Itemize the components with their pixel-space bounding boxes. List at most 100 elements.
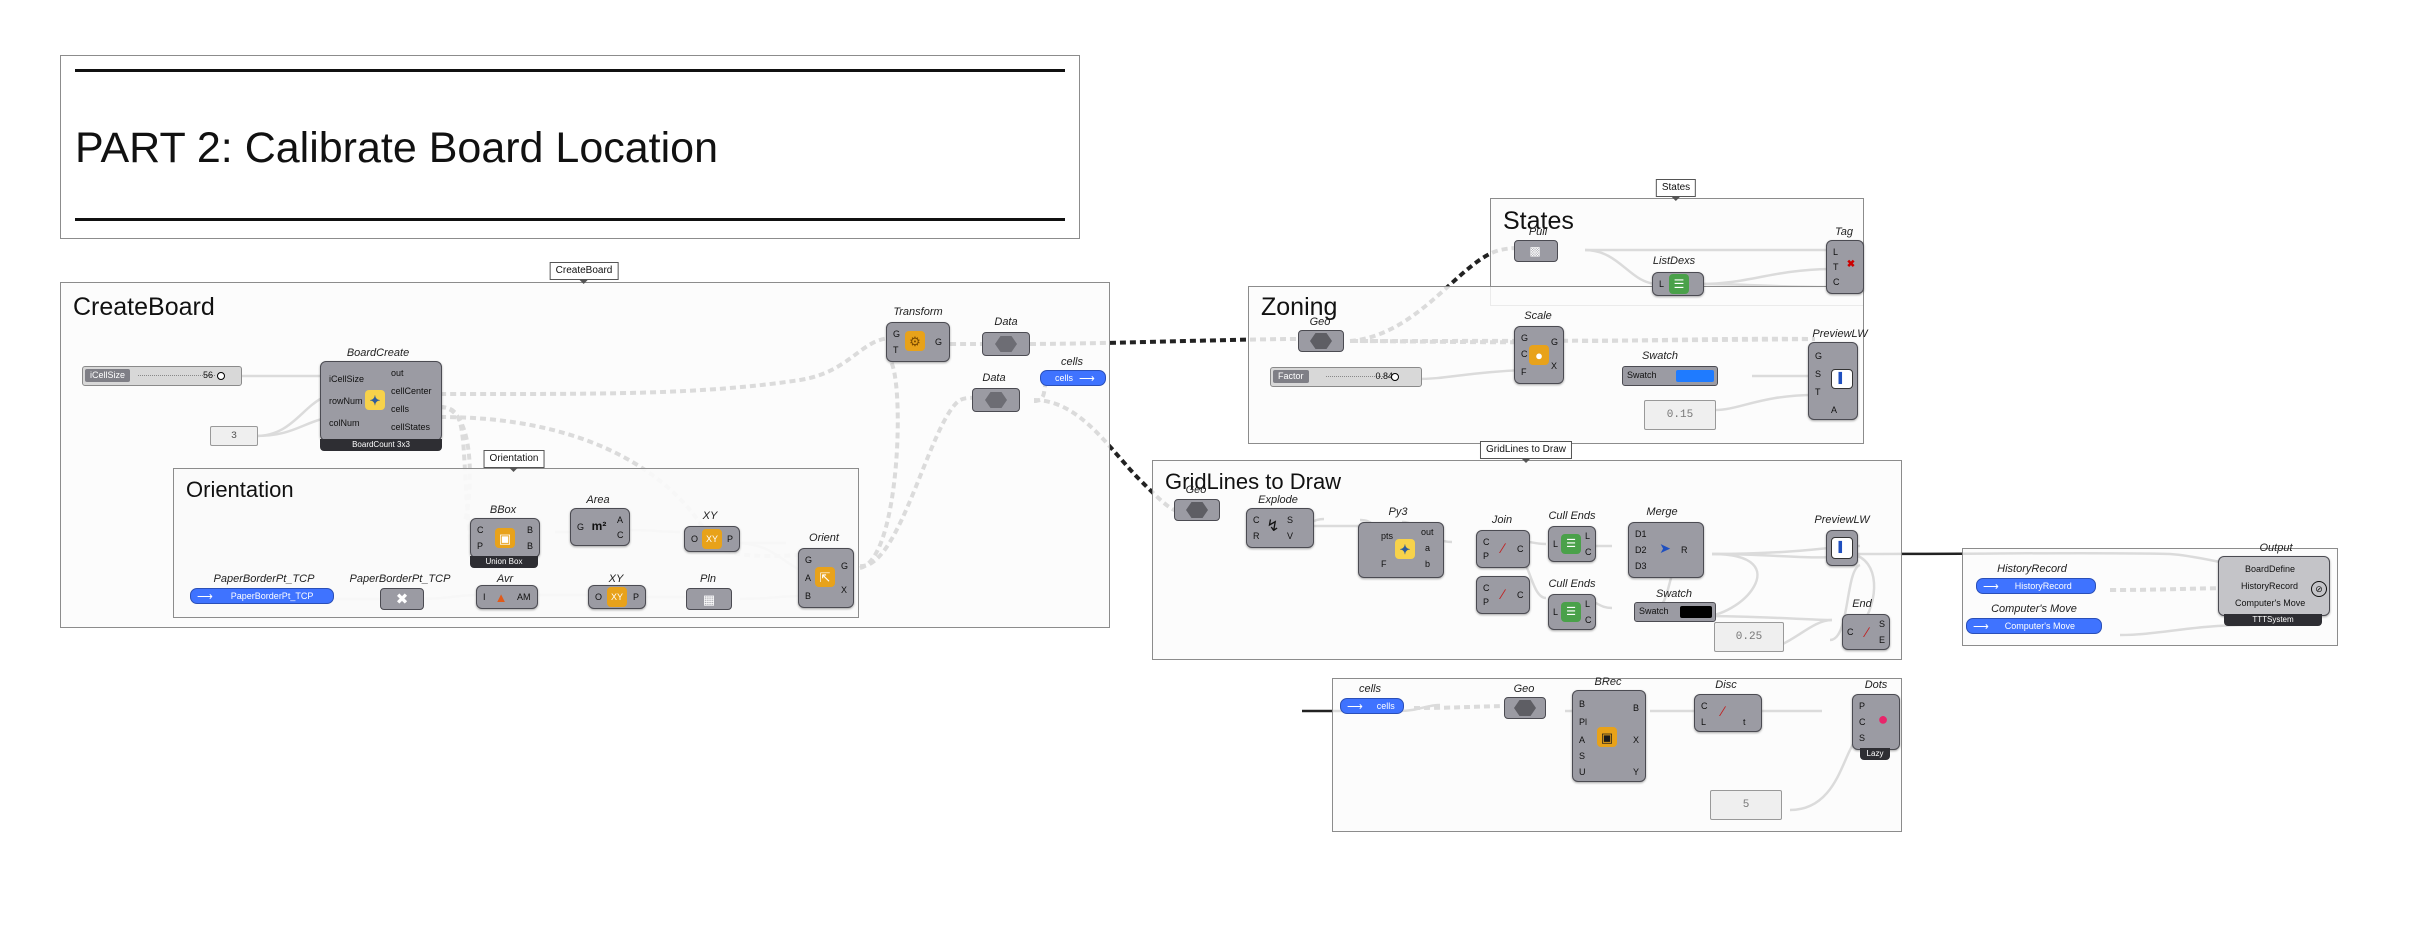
plane-parameter[interactable]: ▦ <box>686 588 732 610</box>
arrow-right-icon: ⟶ <box>1973 620 1989 633</box>
slider-knob[interactable] <box>217 372 225 380</box>
tag-icon: ✖ <box>1846 259 1856 270</box>
colnum-panel[interactable]: 3 <box>210 426 258 446</box>
output-label: C <box>1517 590 1524 600</box>
listdexs-component[interactable]: L ☰ <box>1652 272 1704 296</box>
width-panel[interactable]: 0.25 <box>1714 622 1784 652</box>
xy-plane-component[interactable]: O P XY <box>588 585 646 609</box>
input-label: colNum <box>329 418 360 428</box>
output-label: X <box>1633 735 1640 745</box>
swatch-color[interactable] <box>1676 370 1714 382</box>
output-label: G <box>935 337 943 347</box>
factor-slider[interactable]: Factor 0.84 <box>1270 367 1422 387</box>
slider-knob[interactable] <box>1391 373 1399 381</box>
computers-move-parameter[interactable]: ⟶ Computer's Move <box>1966 618 2102 634</box>
component-name: Swatch <box>1641 350 1679 362</box>
orient-icon: ⇱ <box>815 567 835 587</box>
output-label: b <box>1425 559 1431 569</box>
join-component[interactable]: C P C ∕ <box>1476 530 1530 568</box>
join-component[interactable]: C P C ∕ <box>1476 576 1530 614</box>
width-panel[interactable]: 0.15 <box>1644 400 1716 430</box>
point-icon: ✖ <box>395 590 409 608</box>
pull-icon: ▩ <box>1529 244 1541 258</box>
swatch-component[interactable]: Swatch <box>1634 602 1716 622</box>
swatch-color[interactable] <box>1680 606 1712 618</box>
cull-ends-component[interactable]: L L C ☰ <box>1548 594 1596 630</box>
scale-component[interactable]: G C F G X ● <box>1514 326 1564 384</box>
title-rule-bottom <box>75 218 1065 221</box>
geometry-parameter[interactable] <box>1298 330 1344 352</box>
component-name: Explode <box>1258 494 1298 506</box>
cells-parameter[interactable]: cells ⟶ <box>1040 370 1106 386</box>
component-name: Cull Ends <box>1548 510 1596 522</box>
dots-component[interactable]: P C S ● <box>1852 694 1900 750</box>
previewlw-component[interactable]: ▌ <box>1826 530 1858 566</box>
geometry-icon <box>1186 502 1208 518</box>
component-name: Disc <box>1715 679 1737 691</box>
component-name: BoardCreate <box>346 347 410 359</box>
bbox-component[interactable]: C P B B ▣ <box>470 518 540 558</box>
component-name: ListDexs <box>1652 255 1696 267</box>
pull-component[interactable]: ▩ <box>1514 240 1558 262</box>
point-parameter[interactable]: ✖ <box>380 588 424 610</box>
output-component[interactable]: BoardDefine HistoryRecord Computer's Mov… <box>2218 556 2330 616</box>
component-name: Pln <box>700 573 716 585</box>
component-name: Cull Ends <box>1548 578 1596 590</box>
cells-parameter[interactable]: ⟶ cells <box>1340 698 1404 714</box>
group-tag: Orientation <box>483 450 545 472</box>
component-name: cells <box>1358 683 1382 695</box>
group-title: Orientation <box>186 477 294 502</box>
paperborder-parameter[interactable]: ⟶ PaperBorderPt_TCP <box>190 588 334 604</box>
component-name: Data <box>994 316 1018 328</box>
python-icon: ✦ <box>365 390 385 410</box>
component-name: Transform <box>893 306 943 318</box>
python3-component[interactable]: pts F out a b ✦ <box>1358 522 1444 578</box>
orient-component[interactable]: G A B G X ⇱ <box>798 548 854 608</box>
average-icon: ▲ <box>494 589 508 605</box>
size-panel[interactable]: 5 <box>1710 790 1782 820</box>
boardcreate-component[interactable]: iCellSize rowNum colNum out cellCenter c… <box>320 361 442 441</box>
preview-icon: ▌ <box>1831 537 1853 559</box>
average-component[interactable]: I AM ▲ <box>476 585 538 609</box>
dots-icon: ● <box>1877 709 1889 729</box>
component-name: Merge <box>1646 506 1678 518</box>
end-points-component[interactable]: C S E ∕ <box>1842 614 1890 650</box>
component-footer: Union Box <box>470 556 538 568</box>
output-label: a <box>1425 543 1431 553</box>
input-label: C <box>1847 627 1854 637</box>
merge-component[interactable]: D1 D2 D3 R ➤ <box>1628 522 1704 578</box>
group-tag: CreateBoard <box>549 262 619 284</box>
tag-component[interactable]: L T C ✖ <box>1826 240 1864 294</box>
icellsize-slider[interactable]: iCellSize 56 <box>82 366 242 386</box>
explode-component[interactable]: C R S V ↯ <box>1246 508 1314 548</box>
area-component[interactable]: G A C m² <box>570 508 630 546</box>
hexagon-icon <box>995 336 1017 352</box>
previewlw-component[interactable]: G S T A ▌ <box>1808 342 1858 420</box>
swatch-component[interactable]: Swatch <box>1622 366 1718 386</box>
geometry-parameter[interactable] <box>1174 499 1220 521</box>
input-label: T <box>893 345 899 355</box>
geometry-parameter[interactable] <box>1504 697 1546 719</box>
input-label: Computer's Move <box>2235 598 2306 608</box>
input-label: L <box>1553 539 1559 549</box>
transform-component[interactable]: G T G ⚙ <box>886 322 950 362</box>
data-component[interactable] <box>982 332 1030 356</box>
input-label: G <box>577 522 585 532</box>
historyrecord-parameter[interactable]: ⟶ HistoryRecord <box>1976 578 2096 594</box>
brec-component[interactable]: B Pl A S U B X Y ▣ <box>1572 690 1646 782</box>
area-icon: m² <box>591 519 607 533</box>
component-name: Geo <box>1513 683 1535 695</box>
data-component[interactable] <box>972 388 1020 412</box>
output-label: C <box>1517 544 1524 554</box>
component-name: Pull <box>1528 226 1548 238</box>
cull-ends-component[interactable]: L L C ☰ <box>1548 526 1596 562</box>
title-group: PART 2: Calibrate Board Location <box>60 55 1080 239</box>
input-label: S <box>1579 751 1586 761</box>
rectangle-icon: ▣ <box>1597 727 1617 747</box>
component-name: XY <box>702 510 718 522</box>
xy-plane-component[interactable]: O P XY <box>684 526 740 552</box>
disc-component[interactable]: C L t ∕ <box>1694 694 1762 732</box>
input-label: L <box>1701 717 1707 727</box>
scale-icon: ● <box>1529 345 1549 365</box>
component-name: cells <box>1060 356 1084 368</box>
